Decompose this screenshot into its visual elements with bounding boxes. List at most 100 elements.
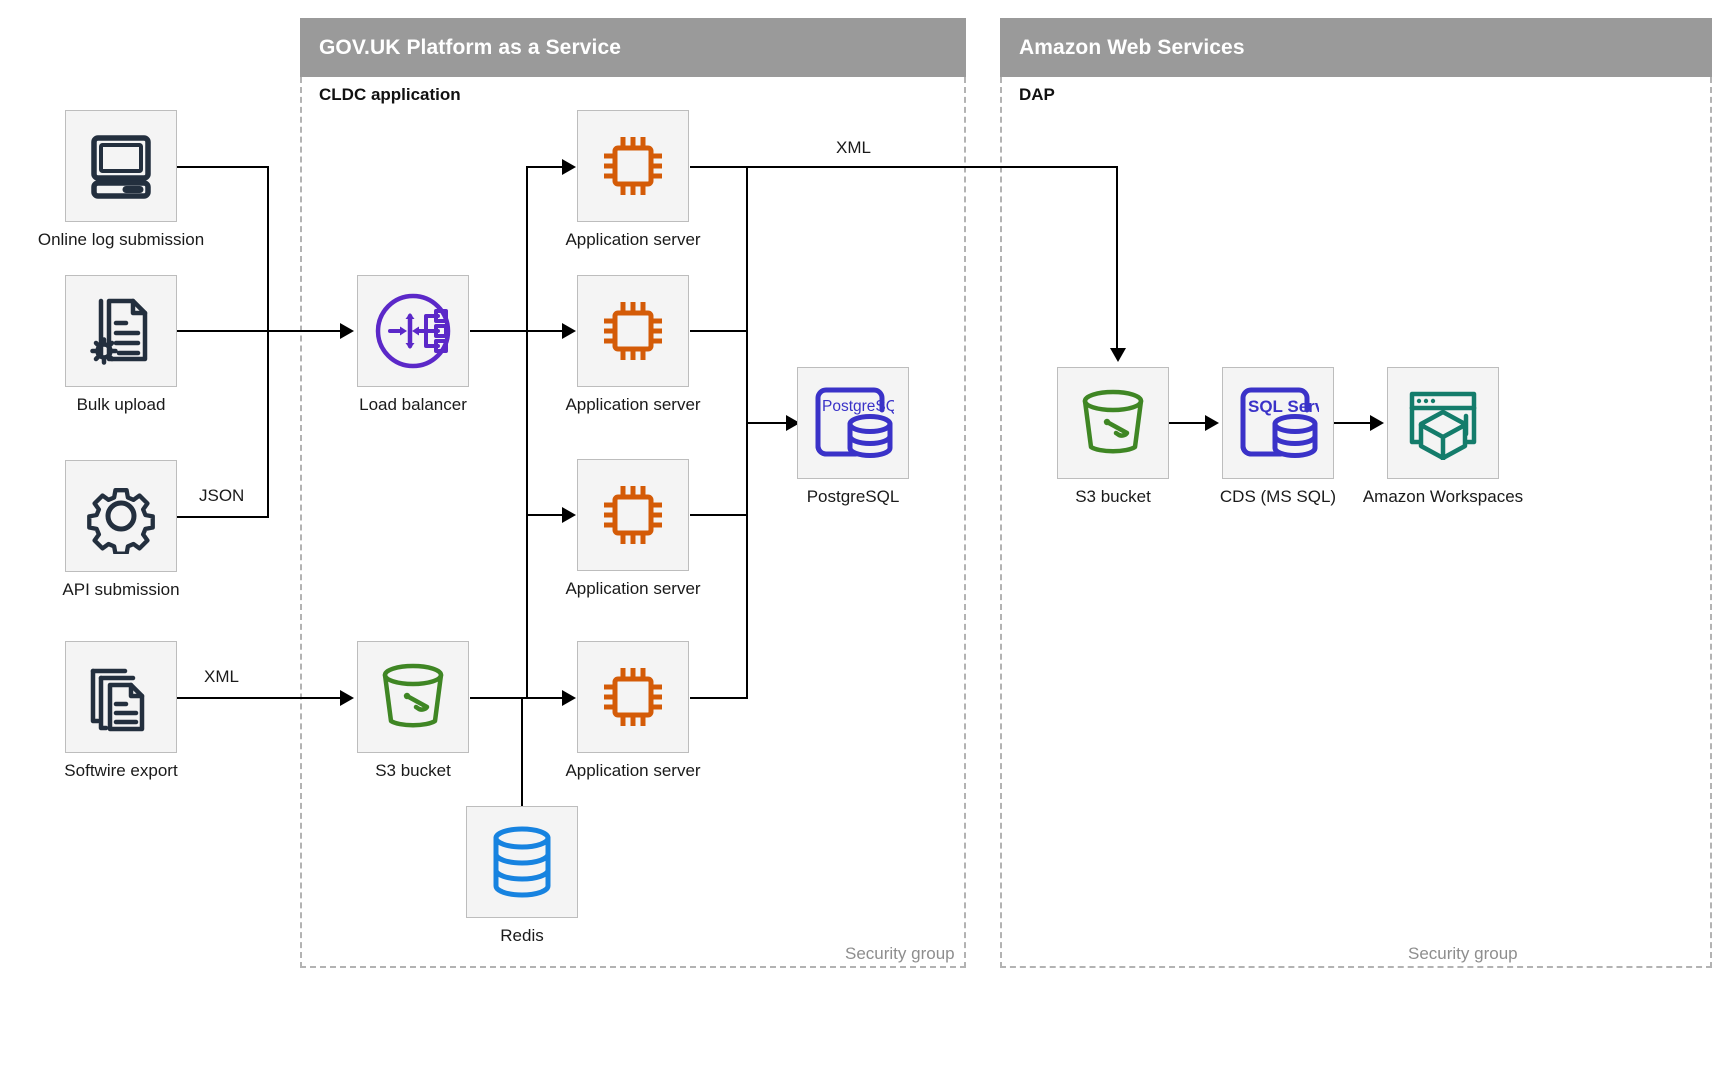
- node-redis-box: [466, 806, 578, 918]
- arrowhead-into-app-server-4: [562, 690, 576, 706]
- node-softwire-export-label: Softwire export: [64, 761, 178, 780]
- cpu-chip-icon: [595, 659, 671, 735]
- arrowhead-into-s3-bucket-aws: [1110, 348, 1126, 362]
- connector-redis-up: [521, 697, 523, 815]
- node-api-submission-label: API submission: [62, 580, 180, 599]
- node-postgresql-label: PostgreSQL: [806, 487, 900, 506]
- gear-icon: [83, 478, 159, 554]
- connector-app1-to-aws-xml: [746, 166, 1118, 168]
- security-group-paas: [300, 77, 966, 968]
- desktop-computer-icon: [83, 128, 159, 204]
- node-softwire-export-box: [65, 641, 177, 753]
- node-app-server-1-box: [577, 110, 689, 222]
- load-balancer-icon: [372, 290, 454, 372]
- node-bulk-upload-label: Bulk upload: [76, 395, 166, 414]
- arrowhead-into-app-server-1: [562, 159, 576, 175]
- node-app-server-3-label: Application server: [565, 579, 701, 598]
- node-amazon-workspaces-box: [1387, 367, 1499, 479]
- node-app-server-4-box: [577, 641, 689, 753]
- node-amazon-workspaces[interactable]: Amazon Workspaces: [1363, 367, 1523, 506]
- node-app-server-2-box: [577, 275, 689, 387]
- postgresql-icon: PostgreSQL: [812, 384, 894, 462]
- node-online-log-submission[interactable]: Online log submission: [38, 110, 204, 249]
- connector-api-to-bus: [177, 516, 269, 518]
- node-bulk-upload-box: [65, 275, 177, 387]
- connector-collector-to-postgres: [746, 422, 796, 424]
- node-cds-ms-sql-box: SQL Server: [1222, 367, 1334, 479]
- node-app-server-3[interactable]: Application server: [565, 459, 701, 598]
- arrowhead-into-app-server-2: [562, 323, 576, 339]
- cpu-chip-icon: [595, 293, 671, 369]
- node-load-balancer-box: [357, 275, 469, 387]
- cpu-chip-icon: [595, 477, 671, 553]
- node-app-server-3-box: [577, 459, 689, 571]
- node-load-balancer[interactable]: Load balancer: [357, 275, 469, 414]
- connector-bus-to-app1: [526, 166, 566, 168]
- security-group-paas-footer: Security group: [845, 944, 955, 963]
- connector-appserver-bus: [526, 166, 528, 698]
- node-postgresql[interactable]: PostgreSQL PostgreSQL: [797, 367, 909, 506]
- node-s3-bucket-paas-box: [357, 641, 469, 753]
- node-app-server-2[interactable]: Application server: [565, 275, 701, 414]
- node-app-server-1[interactable]: Application server: [565, 110, 701, 249]
- connector-app1-out: [690, 166, 748, 168]
- arrowhead-into-app-server-3: [562, 507, 576, 523]
- database-cylinder-icon: [491, 825, 553, 899]
- connector-bulk-upload-to-lb: [177, 330, 347, 332]
- node-softwire-export[interactable]: Softwire export: [64, 641, 178, 780]
- node-app-server-4[interactable]: Application server: [565, 641, 701, 780]
- connector-bus-to-app3: [526, 514, 566, 516]
- edge-label-xml-aws: XML: [836, 138, 871, 157]
- security-group-aws: [1000, 77, 1712, 968]
- node-cds-ms-sql-label: CDS (MS SQL): [1219, 487, 1337, 506]
- connector-app4-out: [690, 697, 748, 699]
- node-app-server-4-label: Application server: [565, 761, 701, 780]
- node-s3-bucket-aws[interactable]: S3 bucket: [1057, 367, 1169, 506]
- arrowhead-into-s3-bucket-paas: [340, 690, 354, 706]
- cpu-chip-icon: [595, 128, 671, 204]
- connector-cds-to-workspaces: [1334, 422, 1382, 424]
- node-api-submission-box: [65, 460, 177, 572]
- node-cds-ms-sql[interactable]: SQL Server CDS (MS SQL): [1220, 367, 1336, 506]
- connector-s3-paas-to-app4: [470, 697, 566, 699]
- edge-label-xml-softwire: XML: [204, 667, 239, 686]
- group-header-paas: GOV.UK Platform as a Service: [300, 18, 966, 77]
- node-s3-bucket-paas-label: S3 bucket: [375, 761, 451, 780]
- connector-bus-vertical-top: [267, 166, 269, 331]
- node-bulk-upload[interactable]: Bulk upload: [65, 275, 177, 414]
- connector-bus-vertical-bottom: [267, 330, 269, 518]
- svg-text:PostgreSQL: PostgreSQL: [822, 398, 894, 415]
- node-api-submission[interactable]: API submission: [62, 460, 180, 599]
- node-online-log-submission-box: [65, 110, 177, 222]
- node-app-server-2-label: Application server: [565, 395, 701, 414]
- arrowhead-into-postgresql: [786, 415, 800, 431]
- node-s3-bucket-aws-label: S3 bucket: [1075, 487, 1151, 506]
- arrowhead-into-cds: [1205, 415, 1219, 431]
- node-app-server-1-label: Application server: [565, 230, 701, 249]
- node-redis-label: Redis: [500, 926, 544, 945]
- connector-online-log-to-bus: [177, 166, 269, 168]
- node-postgresql-box: PostgreSQL: [797, 367, 909, 479]
- arrowhead-into-workspaces: [1370, 415, 1384, 431]
- node-s3-bucket-aws-box: [1057, 367, 1169, 479]
- connector-xml-down-to-s3: [1116, 166, 1118, 352]
- security-group-aws-footer: Security group: [1408, 944, 1518, 963]
- connector-app2-out: [690, 330, 748, 332]
- document-gear-icon: [83, 293, 159, 369]
- edge-label-json: JSON: [199, 486, 245, 505]
- node-s3-bucket-paas[interactable]: S3 bucket: [357, 641, 469, 780]
- node-redis[interactable]: Redis: [466, 806, 578, 945]
- node-load-balancer-label: Load balancer: [359, 395, 467, 414]
- sql-server-icon: SQL Server: [1237, 384, 1319, 462]
- group-header-paas-label: GOV.UK Platform as a Service: [319, 35, 621, 59]
- document-stack-icon: [83, 659, 159, 735]
- group-header-aws: Amazon Web Services: [1000, 18, 1712, 77]
- s3-bucket-icon: [374, 660, 452, 734]
- svg-text:SQL Server: SQL Server: [1248, 397, 1319, 416]
- connector-softwire-to-s3: [177, 697, 342, 699]
- connector-bus-to-app2: [526, 330, 566, 332]
- arrowhead-into-load-balancer: [340, 323, 354, 339]
- connector-postgres-collector-bus: [746, 166, 748, 698]
- group-header-aws-label: Amazon Web Services: [1019, 35, 1245, 59]
- node-amazon-workspaces-label: Amazon Workspaces: [1362, 487, 1524, 506]
